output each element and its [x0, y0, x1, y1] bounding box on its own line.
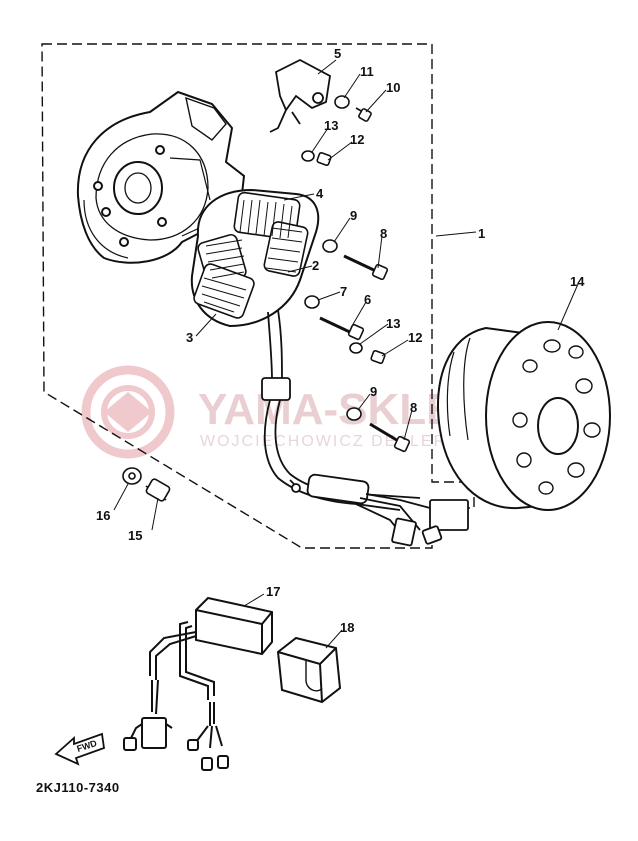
callout-17: 17 — [266, 584, 280, 599]
callout-9-lower: 9 — [370, 384, 377, 399]
diagram-part-code: 2KJ110-7340 — [36, 780, 120, 795]
callout-12-upper: 12 — [350, 132, 364, 147]
callout-labels: 5 11 10 13 12 4 9 8 2 7 6 13 12 3 9 8 1 … — [96, 46, 585, 635]
callout-16: 16 — [96, 508, 110, 523]
callout-1: 1 — [478, 226, 485, 241]
fasteners — [122, 95, 411, 502]
callout-18: 18 — [340, 620, 354, 635]
callout-9-upper: 9 — [350, 208, 357, 223]
fwd-arrow-icon: FWD — [54, 732, 105, 766]
wire-harness — [261, 309, 469, 547]
callout-4: 4 — [316, 186, 324, 201]
flywheel-rotor — [436, 321, 611, 511]
callout-15: 15 — [128, 528, 142, 543]
callout-10: 10 — [386, 80, 400, 95]
callout-7: 7 — [340, 284, 347, 299]
callout-12-lower: 12 — [408, 330, 422, 345]
cdi-rubber-holder — [276, 636, 342, 704]
callout-3: 3 — [186, 330, 193, 345]
cdi-unit — [123, 596, 273, 771]
callout-13-upper: 13 — [324, 118, 338, 133]
callout-8-lower: 8 — [410, 400, 417, 415]
callout-2: 2 — [312, 258, 319, 273]
callout-6: 6 — [364, 292, 371, 307]
callout-5: 5 — [334, 46, 341, 61]
callout-14: 14 — [570, 274, 585, 289]
pickup-coil-bracket — [269, 58, 331, 133]
callout-13-lower: 13 — [386, 316, 400, 331]
stator-coil — [190, 188, 320, 328]
callout-8-upper: 8 — [380, 226, 387, 241]
leader-lines — [113, 59, 579, 649]
callout-11: 11 — [360, 64, 374, 79]
